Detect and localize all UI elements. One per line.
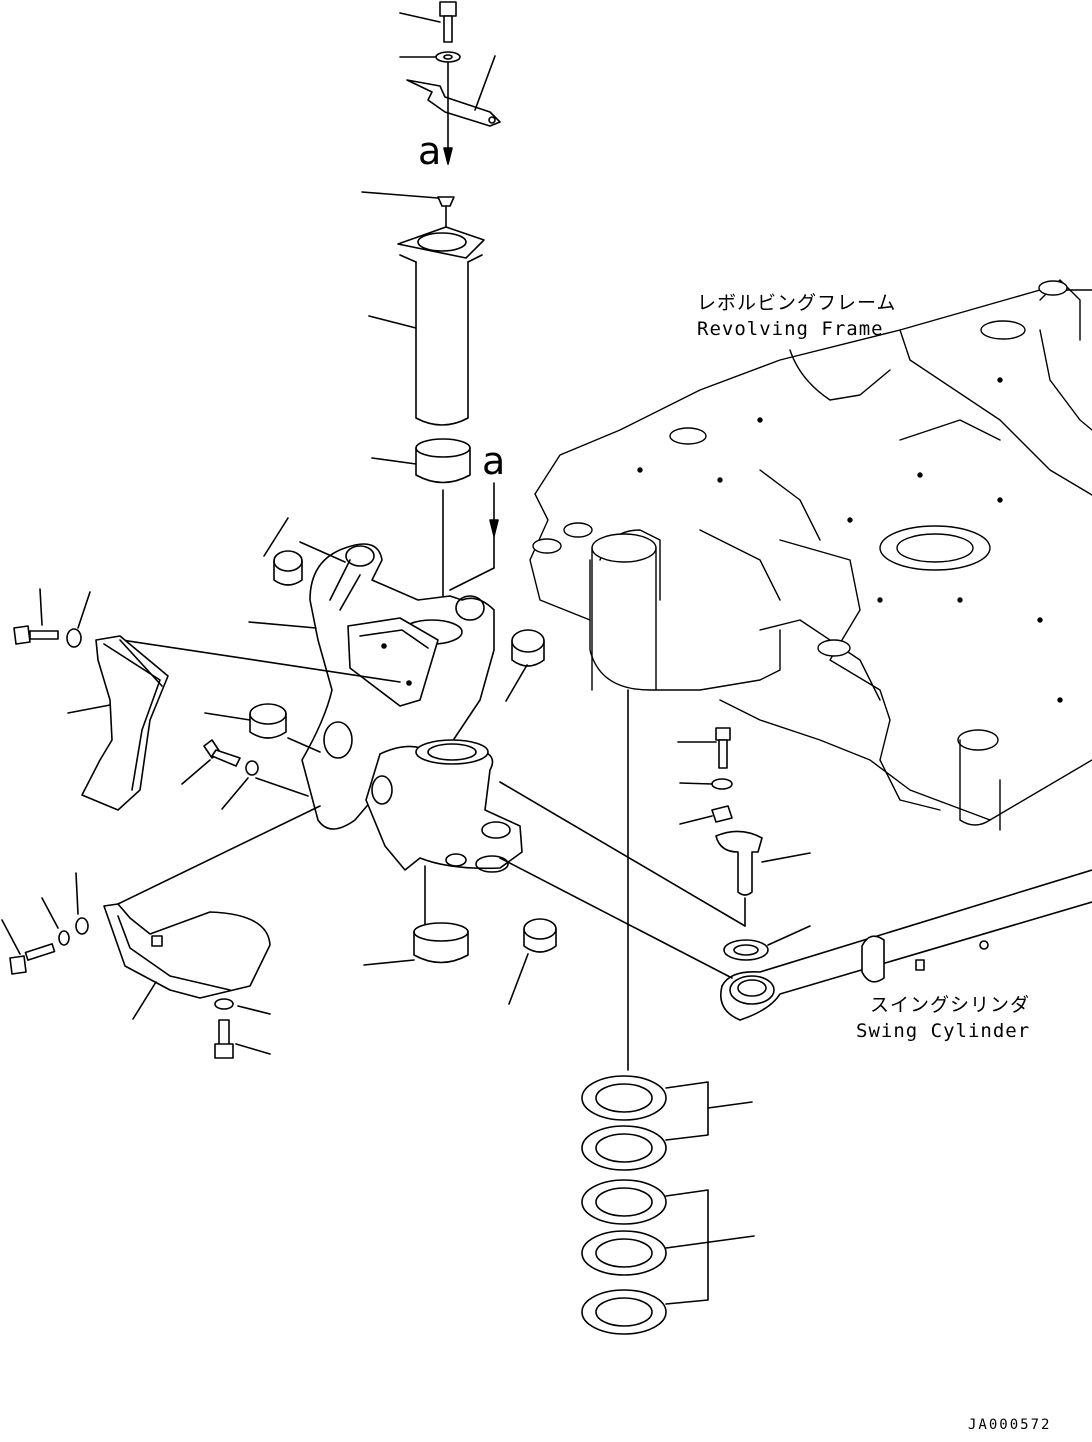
bushing-lower bbox=[363, 922, 469, 966]
bottom-bolt bbox=[214, 998, 271, 1059]
view-mark-a-lower: a bbox=[482, 439, 505, 483]
view-arrow-a-lower bbox=[489, 519, 499, 537]
left-bolt-lower bbox=[1, 872, 89, 975]
left-bolt-mid bbox=[181, 739, 309, 810]
top-plate bbox=[406, 55, 501, 127]
bushing-left-mid bbox=[204, 703, 321, 753]
bushing-right bbox=[505, 629, 545, 702]
cylinder-washer bbox=[723, 925, 811, 961]
shim-stack bbox=[581, 1075, 755, 1335]
swing-cylinder-label-jp: スイングシリンダ bbox=[870, 994, 1031, 1016]
bushing-lower-right bbox=[508, 918, 557, 1005]
cylinder-pin-washer bbox=[679, 778, 733, 790]
swing-bracket bbox=[121, 543, 495, 830]
cylinder-pin bbox=[499, 781, 811, 927]
bushing-upper bbox=[371, 438, 471, 606]
left-cover-upper bbox=[67, 635, 169, 811]
left-bolt-upper bbox=[13, 588, 91, 648]
left-cover-lower bbox=[103, 805, 321, 1020]
view-arrow-a-upper bbox=[443, 147, 453, 165]
swing-cylinder-label-en: Swing Cylinder bbox=[856, 1020, 1031, 1042]
revolving-frame-label-en: Revolving Frame bbox=[697, 318, 884, 340]
cylinder-pin-bolt bbox=[677, 727, 731, 769]
grease-fitting bbox=[361, 191, 455, 237]
top-washer bbox=[399, 51, 461, 63]
drawing-code: JA000572 bbox=[968, 1417, 1052, 1433]
revolving-frame-label-jp: レボルビングフレーム bbox=[697, 292, 897, 314]
top-bolt bbox=[399, 1, 457, 43]
revolving-frame bbox=[529, 279, 1092, 831]
bracket-lower-clevis bbox=[365, 739, 523, 926]
view-arrow-a-lower-leader bbox=[449, 535, 495, 591]
swing-cylinder bbox=[499, 857, 1092, 1021]
cylinder-pin-plate bbox=[679, 805, 733, 825]
pin-main bbox=[368, 226, 485, 426]
bushing-left-top bbox=[263, 517, 346, 586]
view-mark-a-upper: a bbox=[418, 129, 441, 173]
